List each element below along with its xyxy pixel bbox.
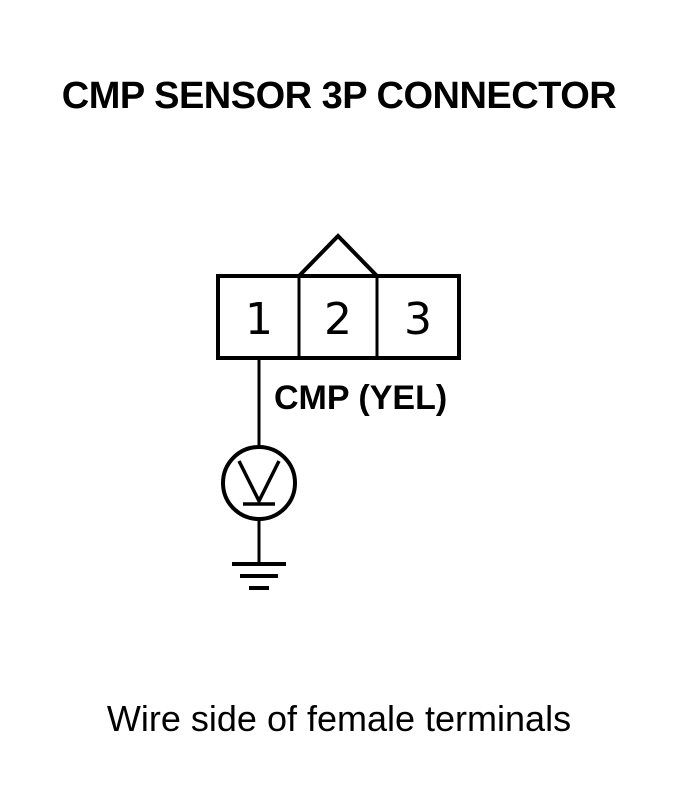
wire-label: CMP (YEL) — [274, 379, 447, 417]
pin-label-2: 2 — [324, 294, 352, 345]
pin-label-1: 1 — [245, 294, 273, 345]
voltmeter-icon — [221, 445, 297, 521]
pin-label-3: 3 — [404, 294, 432, 345]
diagram-title: CMP SENSOR 3P CONNECTOR — [62, 75, 616, 117]
ground-icon — [232, 562, 286, 590]
connector-lock-tab — [297, 233, 379, 278]
diagram-caption: Wire side of female terminals — [107, 698, 571, 739]
connector-housing — [216, 274, 461, 360]
